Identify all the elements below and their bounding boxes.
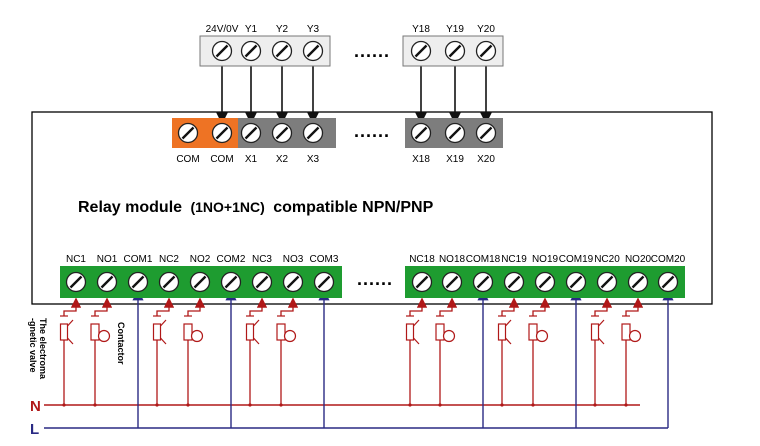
input-screw-terminal: [444, 40, 466, 62]
output-screw-terminal: [534, 271, 556, 293]
terminal-label: COM: [176, 154, 199, 165]
input-screw-terminal: [271, 40, 293, 62]
module-title: Relay module (1NO+1NC) compatible NPN/PN…: [78, 199, 434, 216]
terminal-label: X18: [412, 154, 430, 165]
nc-wire: [156, 297, 175, 316]
output-screw-terminal: [251, 271, 273, 293]
no-wire: [280, 297, 299, 316]
contactor-coil-icon: [528, 315, 549, 343]
terminal-label: X20: [477, 154, 495, 165]
terminal-label: NC3: [252, 254, 272, 265]
no-wire: [625, 297, 644, 316]
output-screw-terminal: [411, 271, 433, 293]
output-screw-terminal: [127, 271, 149, 293]
output-screw-terminal: [503, 271, 525, 293]
output-screw-terminal: [627, 271, 649, 293]
terminal-label: NC20: [594, 254, 620, 265]
module-input-screw-terminal: [410, 122, 432, 144]
output-screw-terminal: [282, 271, 304, 293]
valve-icon: [59, 315, 74, 345]
terminal-label: NO18: [439, 254, 466, 265]
valve-icon: [497, 315, 512, 345]
output-screw-terminal: [472, 271, 494, 293]
contactor-coil-icon: [90, 315, 111, 343]
module-input-screw-terminal: [211, 122, 233, 144]
terminal-label: NO19: [532, 254, 559, 265]
terminal-label: COM3: [310, 254, 339, 265]
n-line-label: N: [30, 398, 41, 415]
valve-icon: [590, 315, 605, 345]
terminal-label: 24V/0V: [206, 24, 239, 35]
output-screw-terminal: [158, 271, 180, 293]
ellipsis-bottom: ......: [357, 269, 393, 289]
terminal-label: NC19: [501, 254, 527, 265]
output-screw-terminal: [313, 271, 335, 293]
nc-wire: [63, 297, 82, 316]
output-screw-terminal: [65, 271, 87, 293]
input-screw-terminal: [302, 40, 324, 62]
no-wire: [94, 297, 113, 316]
valve-icon: [152, 315, 167, 345]
terminal-label: NO3: [283, 254, 304, 265]
terminal-label: COM18: [466, 254, 501, 265]
nc-wire: [501, 297, 520, 316]
terminal-label: COM19: [559, 254, 594, 265]
input-screw-terminal: [475, 40, 497, 62]
no-wire: [187, 297, 206, 316]
no-wire: [439, 297, 458, 316]
terminal-label: X3: [307, 154, 320, 165]
contactor-coil-icon: [276, 315, 297, 343]
terminal-label: X2: [276, 154, 289, 165]
valve-icon: [405, 315, 420, 345]
terminal-label: COM: [210, 154, 233, 165]
no-wire: [532, 297, 551, 316]
output-screw-terminal: [596, 271, 618, 293]
nc-wire: [594, 297, 613, 316]
input-screw-terminal: [240, 40, 262, 62]
terminal-label: Y3: [307, 24, 320, 35]
terminal-label: Y18: [412, 24, 430, 35]
terminal-label: NC1: [66, 254, 86, 265]
terminal-label: Y20: [477, 24, 495, 35]
terminal-label: COM2: [217, 254, 246, 265]
input-screw-terminal: [410, 40, 432, 62]
module-input-screw-terminal: [240, 122, 262, 144]
terminal-label: NC18: [409, 254, 435, 265]
output-screw-terminal: [189, 271, 211, 293]
terminal-label: NO20: [625, 254, 652, 265]
module-input-screw-terminal: [177, 122, 199, 144]
output-screw-terminal: [220, 271, 242, 293]
terminal-label: COM1: [124, 254, 153, 265]
module-input-screw-terminal: [475, 122, 497, 144]
ellipsis-top: ......: [354, 41, 390, 61]
output-screw-terminal: [657, 271, 679, 293]
terminal-label: Y1: [245, 24, 258, 35]
terminal-label: NC2: [159, 254, 179, 265]
output-screw-terminal: [441, 271, 463, 293]
valve-label: The electroma -gnetic valve: [28, 318, 48, 382]
terminal-label: X19: [446, 154, 464, 165]
ellipsis-mid: ......: [354, 121, 390, 141]
nc-wire: [249, 297, 268, 316]
terminal-label: COM20: [651, 254, 686, 265]
module-input-screw-terminal: [302, 122, 324, 144]
terminal-label: Y19: [446, 24, 464, 35]
contactor-label: Contactor: [116, 322, 126, 365]
input-screw-terminal: [211, 40, 233, 62]
output-screw-terminal: [565, 271, 587, 293]
output-screw-terminal: [96, 271, 118, 293]
contactor-coil-icon: [435, 315, 456, 343]
terminal-label: Y2: [276, 24, 289, 35]
nc-wire: [409, 297, 428, 316]
contactor-coil-icon: [621, 315, 642, 343]
l-line-label: L: [30, 421, 39, 438]
module-input-screw-terminal: [271, 122, 293, 144]
terminal-label: X1: [245, 154, 258, 165]
module-input-screw-terminal: [444, 122, 466, 144]
valve-icon: [245, 315, 260, 345]
contactor-coil-icon: [183, 315, 204, 343]
terminal-label: NO2: [190, 254, 211, 265]
terminal-label: NO1: [97, 254, 118, 265]
